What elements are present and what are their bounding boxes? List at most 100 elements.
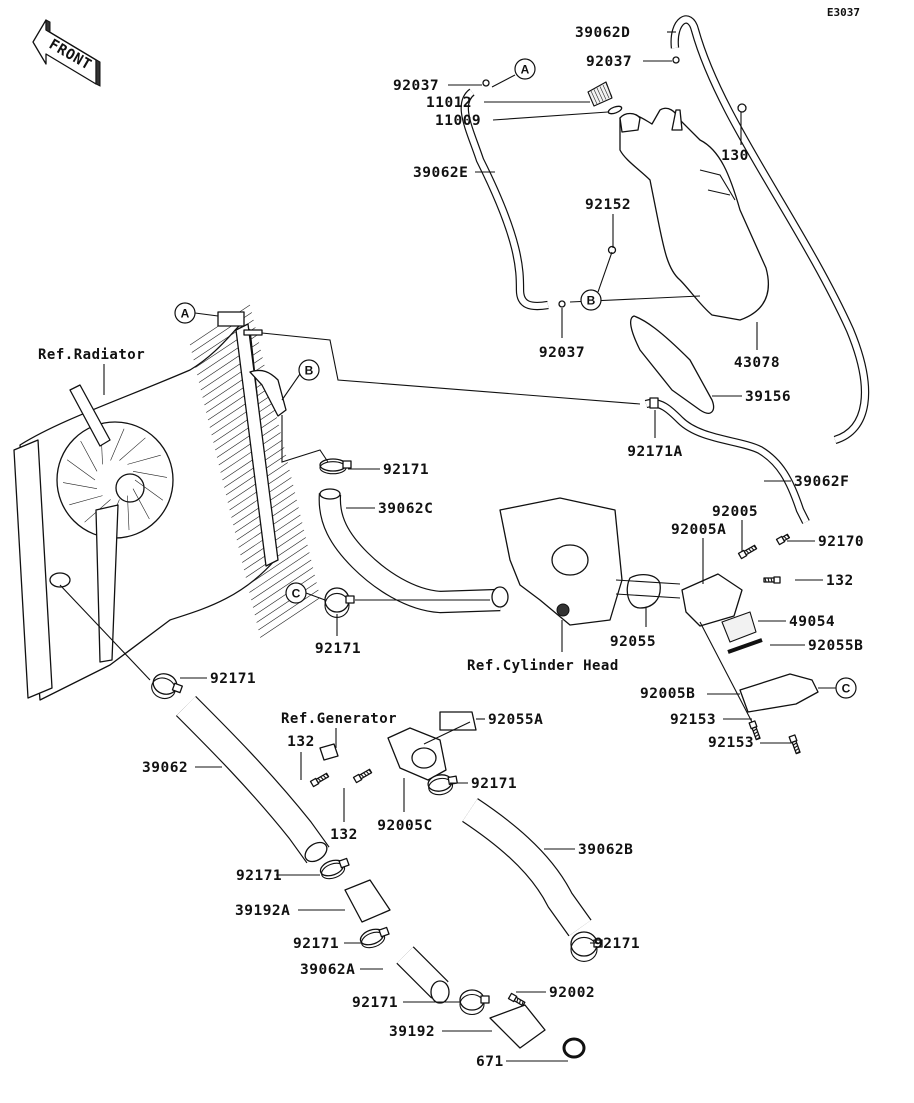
radiator-fin <box>220 432 281 473</box>
label-p-92037-left[interactable]: 92037 <box>393 78 439 94</box>
label-p-92037-bottom[interactable]: 92037 <box>539 345 585 361</box>
label-p-92002[interactable]: 92002 <box>549 985 595 1001</box>
hose-39062 <box>175 695 330 864</box>
bolt-thread <box>365 770 370 775</box>
bolt-thread <box>770 577 773 583</box>
hose-39062D <box>670 15 870 445</box>
fan-blade <box>66 459 96 481</box>
bolt-132-a <box>763 576 781 584</box>
label-p-92055B[interactable]: 92055B <box>808 638 863 654</box>
label-p-132-c[interactable]: 132 <box>330 827 358 843</box>
bolt-92153-a <box>748 720 761 741</box>
label-p-92005C[interactable]: 92005C <box>377 818 432 834</box>
label-p-132-b[interactable]: 132 <box>287 734 315 750</box>
connector-b-radiator-circle <box>298 359 320 381</box>
label-p-92171-1[interactable]: 92171 <box>383 462 429 478</box>
bolt-92002 <box>507 992 526 1007</box>
hose-39062F <box>644 398 810 524</box>
thermostat-housing <box>681 573 743 627</box>
assembly-line-outlet <box>59 584 151 681</box>
label-p-92171-3[interactable]: 92171 <box>210 671 256 687</box>
label-p-92170[interactable]: 92170 <box>818 534 864 550</box>
label-p-39062[interactable]: 39062 <box>142 760 188 776</box>
label-p-92171-5[interactable]: 92171 <box>594 936 640 952</box>
label-p-92153-a[interactable]: 92153 <box>670 712 716 728</box>
label-p-43078[interactable]: 43078 <box>734 355 780 371</box>
label-p-92152[interactable]: 92152 <box>585 197 631 213</box>
label-p-130[interactable]: 130 <box>721 148 749 164</box>
connector-a-top[interactable]: A <box>521 63 530 77</box>
clamp-band-edge <box>459 993 485 1016</box>
label-p-671[interactable]: 671 <box>476 1054 504 1070</box>
label-p-132-a[interactable]: 132 <box>826 573 854 589</box>
label-p-39062B[interactable]: 39062B <box>578 842 633 858</box>
diagram-code[interactable]: E3037 <box>827 6 860 19</box>
clamp-92171-lower <box>359 926 390 949</box>
bolt-thread <box>792 742 797 746</box>
o-ring-92055A <box>439 711 477 731</box>
label-p-39192A[interactable]: 39192A <box>235 903 290 919</box>
ref-generator-label[interactable]: Ref.Generator <box>281 711 397 727</box>
label-p-39062A[interactable]: 39062A <box>300 962 355 978</box>
label-p-92005B[interactable]: 92005B <box>640 686 695 702</box>
label-p-92171-6[interactable]: 92171 <box>236 868 282 884</box>
pipe-39192A <box>344 879 391 923</box>
label-p-11009[interactable]: 11009 <box>435 113 481 129</box>
label-p-39062E[interactable]: 39062E <box>413 165 468 181</box>
bolt-132-b <box>309 772 330 788</box>
bolt-thread <box>752 728 757 732</box>
connector-c-thermostat[interactable]: C <box>842 682 851 696</box>
bolt-thread <box>795 750 801 755</box>
bolt-thread <box>368 769 372 774</box>
label-p-92055[interactable]: 92055 <box>610 634 656 650</box>
connector-b-radiator[interactable]: B <box>305 364 314 378</box>
label-p-92171A[interactable]: 92171A <box>627 444 682 460</box>
connector-c-hose[interactable]: C <box>292 587 301 601</box>
clamp-band <box>319 458 347 472</box>
label-p-92153-b[interactable]: 92153 <box>708 735 754 751</box>
label-p-39156[interactable]: 39156 <box>745 389 791 405</box>
bolt-thread <box>516 998 519 1003</box>
bolt-132-c <box>352 768 373 784</box>
label-p-92005[interactable]: 92005 <box>712 504 758 520</box>
label-p-39192[interactable]: 39192 <box>389 1024 435 1040</box>
label-p-39062D[interactable]: 39062D <box>575 25 630 41</box>
part-labels: FRONTE303739062D920379203711012110091303… <box>38 6 864 1070</box>
clamp-screw <box>447 775 458 786</box>
connector-b-tank-circle <box>580 289 602 311</box>
bolt-thread <box>518 999 522 1004</box>
fitting-92005C-outlet <box>411 747 437 769</box>
connector-c-hose-circle <box>285 582 307 604</box>
radiator-bolt <box>243 329 263 336</box>
label-p-11012[interactable]: 11012 <box>426 95 472 111</box>
clamp-92037-left <box>482 79 490 87</box>
label-p-92005A[interactable]: 92005A <box>671 522 726 538</box>
bolt-thread <box>794 748 799 752</box>
generator-stub <box>319 743 339 761</box>
ref-cylinder-head-label[interactable]: Ref.Cylinder Head <box>467 658 619 674</box>
label-p-92171-4[interactable]: 92171 <box>471 776 517 792</box>
label-p-39062F[interactable]: 39062F <box>794 474 849 490</box>
radiator-fin <box>215 409 276 451</box>
label-p-49054[interactable]: 49054 <box>789 614 835 630</box>
connector-a-radiator[interactable]: A <box>181 307 190 321</box>
thermostat-49054 <box>721 611 757 643</box>
radiator-fin <box>249 552 310 593</box>
cap-knurl <box>599 86 607 100</box>
fan-blade <box>132 471 167 478</box>
clamp-screw <box>342 460 352 469</box>
ref-radiator-label[interactable]: Ref.Radiator <box>38 347 145 363</box>
label-p-92171-7[interactable]: 92171 <box>293 936 339 952</box>
radiator-left-tank <box>13 439 53 699</box>
label-p-92037-top[interactable]: 92037 <box>586 54 632 70</box>
label-p-92171-2[interactable]: 92171 <box>315 641 361 657</box>
label-p-92055A[interactable]: 92055A <box>488 712 543 728</box>
label-p-39062C[interactable]: 39062C <box>378 501 433 517</box>
clamp-screw <box>378 926 390 938</box>
connector-c-thermostat-circle <box>835 677 857 699</box>
hose-39062E <box>460 88 549 311</box>
bolt-thread <box>786 534 790 539</box>
connector-b-tank[interactable]: B <box>587 294 596 308</box>
o-ring-92055B <box>727 638 763 654</box>
label-p-92171-8[interactable]: 92171 <box>352 995 398 1011</box>
